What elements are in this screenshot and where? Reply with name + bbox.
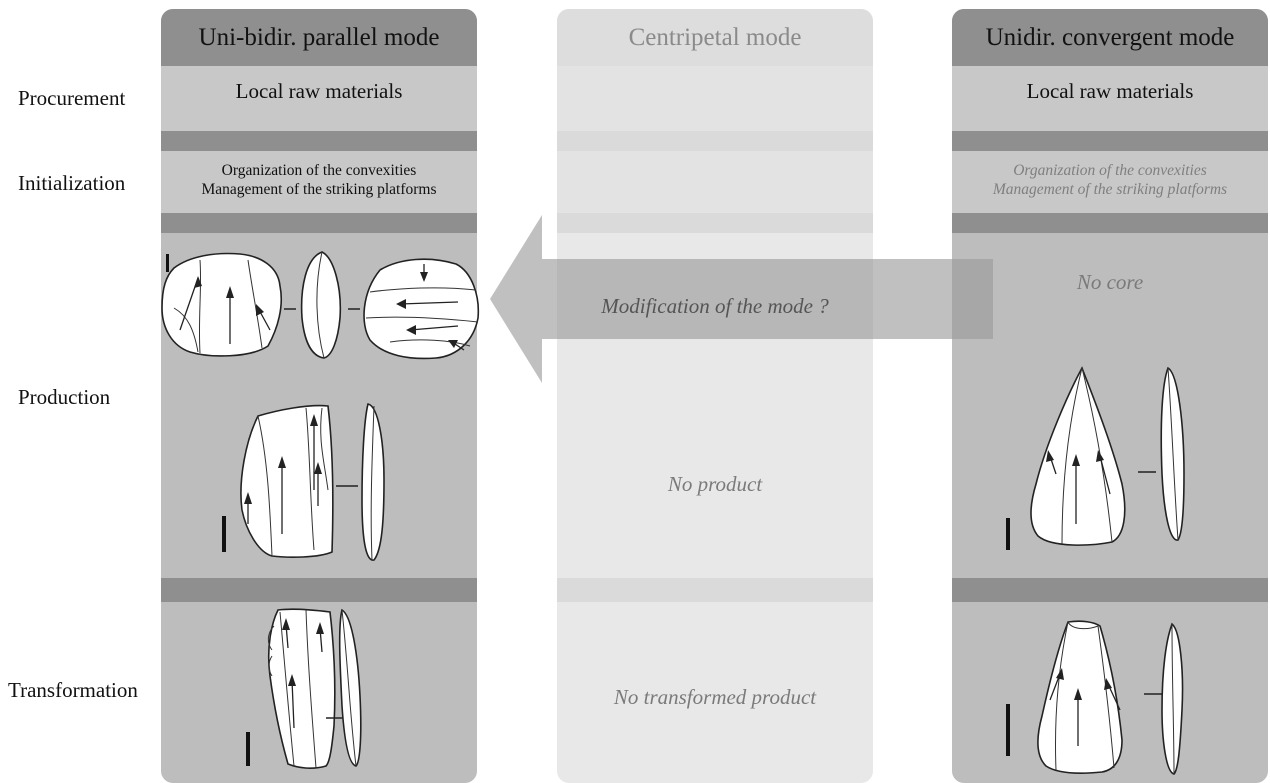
band-procurement — [161, 66, 477, 131]
separator — [161, 213, 477, 233]
separator — [952, 213, 1268, 233]
column-parallel-mode: Uni-bidir. parallel mode Local raw mater… — [161, 9, 477, 783]
separator — [161, 578, 477, 602]
column-centripetal-mode: Centripetal mode No product No transform… — [557, 9, 873, 783]
band-procurement — [557, 66, 873, 131]
row-label-procurement: Procurement — [18, 86, 126, 110]
column-title-parallel: Uni-bidir. parallel mode — [198, 23, 440, 51]
init-line1: Organization of the convexities — [1013, 162, 1207, 179]
modification-arrow — [490, 215, 993, 383]
column-header-centripetal: Centripetal mode — [557, 9, 873, 66]
row-label-initialization: Initialization — [18, 171, 126, 195]
separator — [557, 131, 873, 151]
no-product-text: No product — [667, 472, 763, 496]
modification-label: Modification of the mode ? — [601, 294, 829, 318]
core-front-drawing — [161, 252, 283, 357]
column-header-convergent: Unidir. convergent mode — [952, 9, 1268, 66]
core-side-drawing — [284, 251, 360, 359]
convergent-point-drawing — [1006, 366, 1185, 550]
convergent-transformed-drawing — [1006, 620, 1184, 775]
row-label-production: Production — [18, 385, 111, 409]
separator — [952, 131, 1268, 151]
procurement-text-parallel: Local raw materials — [235, 79, 403, 103]
band-procurement — [952, 66, 1268, 131]
column-header-parallel: Uni-bidir. parallel mode — [161, 9, 477, 66]
init-line2: Management of the striking platforms — [201, 181, 437, 198]
column-convergent-mode: Unidir. convergent mode Local raw materi… — [952, 9, 1268, 783]
flake-drawing — [222, 403, 385, 561]
separator — [557, 578, 873, 602]
init-line1: Organization of the convexities — [221, 162, 417, 179]
initialization-text-parallel: Organization of the convexities Manageme… — [161, 161, 477, 199]
band-initialization — [952, 151, 1268, 213]
procurement-text-convergent: Local raw materials — [1026, 79, 1194, 103]
column-title-convergent: Unidir. convergent mode — [985, 23, 1235, 51]
initialization-text-convergent: Organization of the convexities Manageme… — [952, 161, 1268, 199]
column-title-centripetal: Centripetal mode — [628, 23, 802, 51]
init-line2: Management of the striking platforms — [992, 181, 1228, 198]
no-transformed-product-text: No transformed product — [613, 685, 817, 709]
separator — [952, 578, 1268, 602]
band-initialization — [161, 151, 477, 213]
core-back-drawing — [363, 258, 480, 360]
no-core-text: No core — [1076, 270, 1144, 294]
band-initialization — [557, 151, 873, 213]
row-label-transformation: Transformation — [8, 678, 138, 702]
transformed-tool-drawing — [246, 608, 362, 769]
separator — [161, 131, 477, 151]
separator — [557, 213, 873, 233]
